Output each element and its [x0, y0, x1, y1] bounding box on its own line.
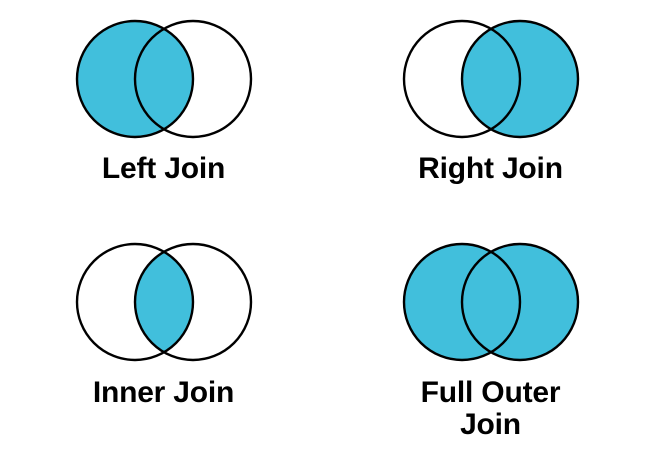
- diagram-cell-inner-join: Inner Join: [0, 228, 327, 474]
- left-circle-outline: [75, 242, 194, 362]
- right-circle-outline: [460, 242, 579, 362]
- venn-inner-join: [75, 242, 252, 362]
- diagram-cell-left-join: Left Join: [0, 0, 327, 228]
- intersection-region: [134, 244, 193, 360]
- venn-right-join: [402, 19, 579, 139]
- right-circle-outline: [133, 19, 252, 139]
- diagram-cell-full-outer-join: Full Outer Join: [327, 228, 654, 474]
- diagram-label-right-join: Right Join: [418, 152, 563, 185]
- venn-full-outer-join: [402, 242, 579, 362]
- right-circle-outline: [133, 242, 252, 362]
- left-circle-outline: [402, 19, 521, 139]
- left-circle-outline: [75, 19, 194, 139]
- intersection-fill: [134, 244, 193, 360]
- diagram-cell-right-join: Right Join: [327, 0, 654, 228]
- diagram-label-full-outer-join: Full Outer Join: [420, 376, 561, 442]
- left-circle-outline: [402, 242, 521, 362]
- venn-left-join: [75, 19, 252, 139]
- diagram-label-inner-join: Inner Join: [92, 376, 235, 409]
- diagram-label-left-join: Left Join: [101, 152, 226, 185]
- right-circle-outline: [460, 19, 579, 139]
